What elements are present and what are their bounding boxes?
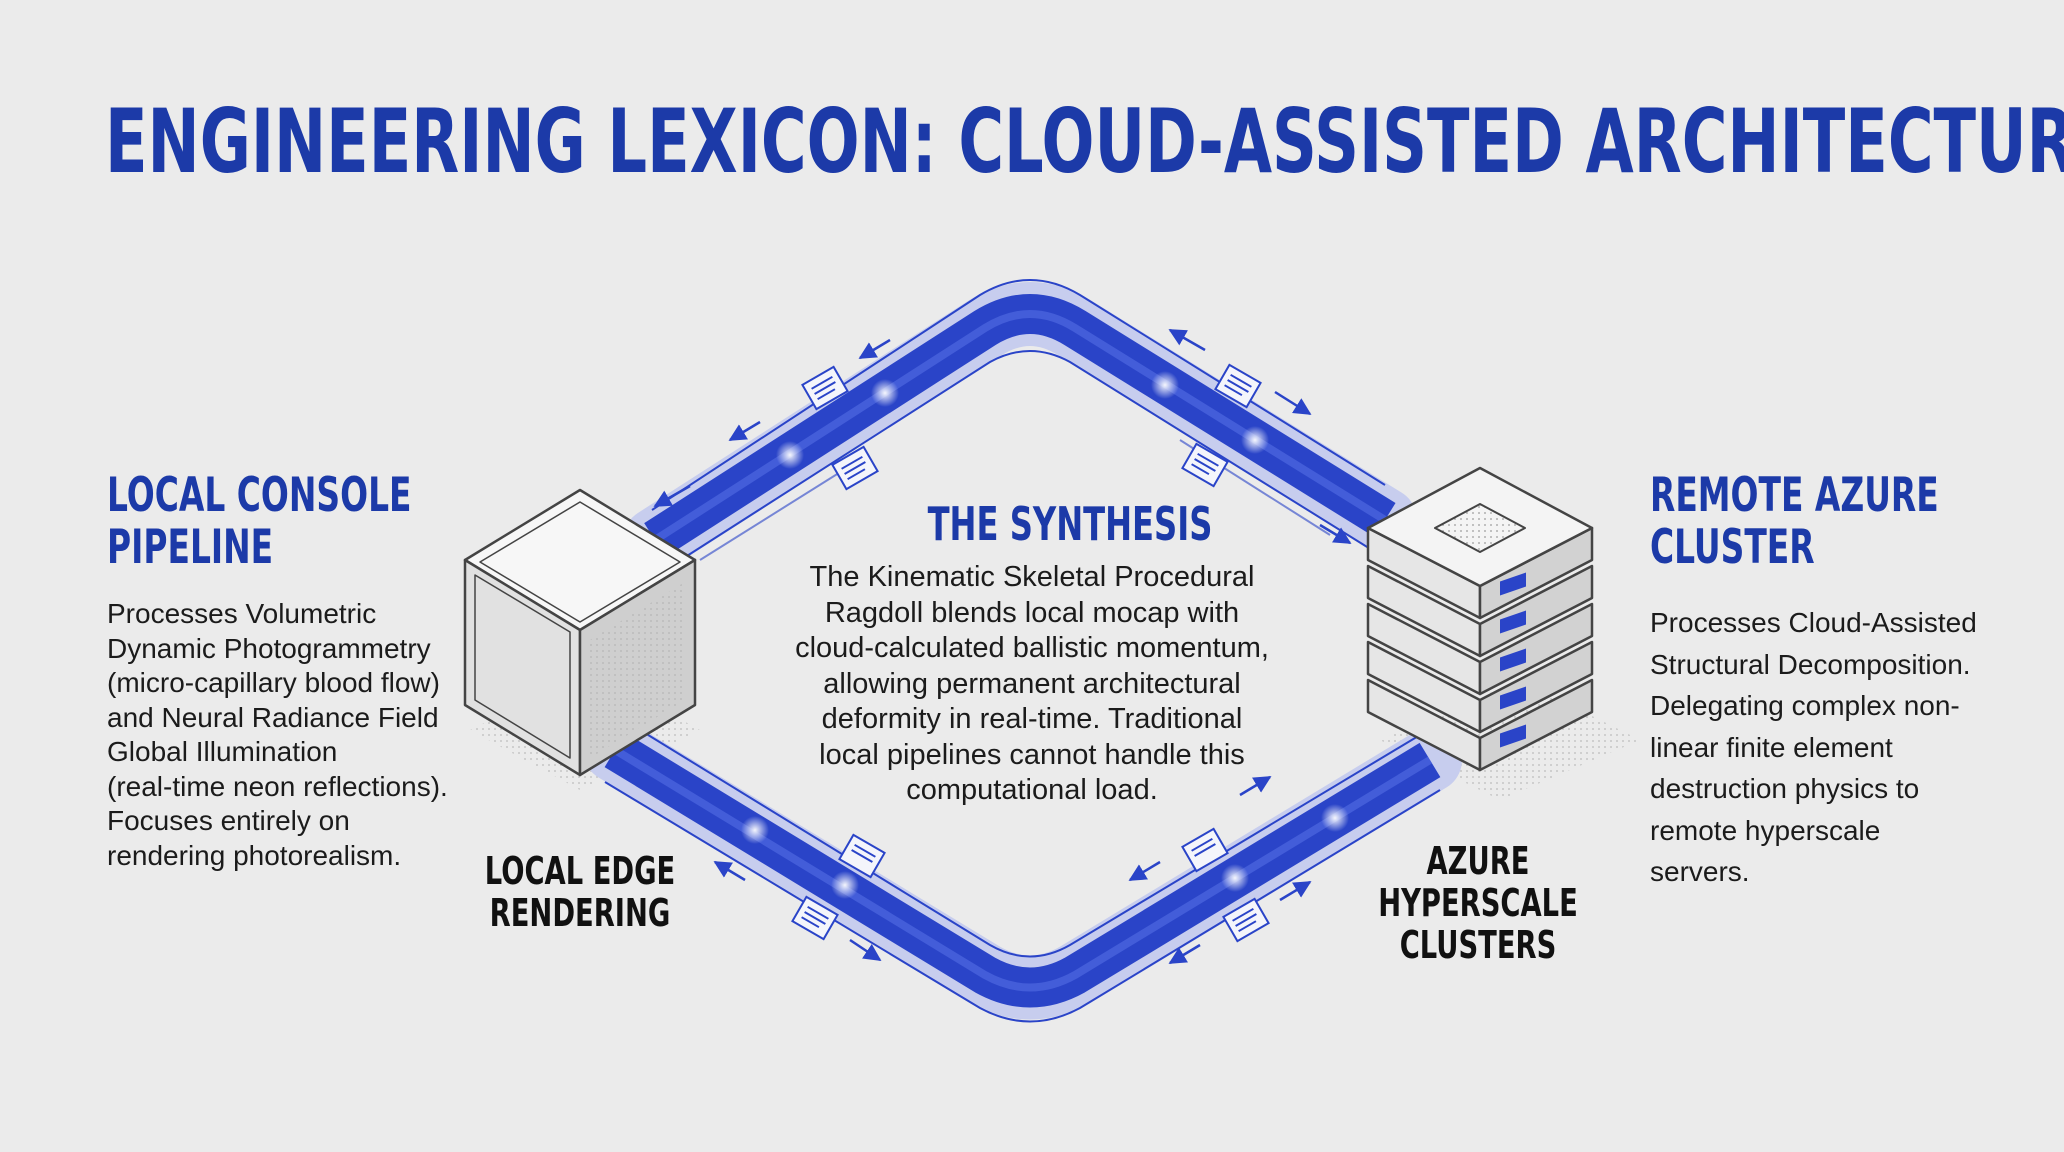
- right-panel-body: Processes Cloud-Assisted Structural Deco…: [1650, 607, 1977, 887]
- right-panel-heading: REMOTE AZURE CLUSTER: [1650, 468, 1939, 575]
- left-panel-heading: LOCAL CONSOLE PIPELINE: [107, 468, 412, 575]
- server-unit: [1366, 564, 1594, 658]
- server-led: [1500, 686, 1526, 710]
- cube-icon: [463, 488, 697, 777]
- synthesis-heading: THE SYNTHESIS: [927, 497, 1213, 551]
- left-panel-body: Processes Volumetric Dynamic Photogramme…: [107, 598, 448, 871]
- server-stack-icon: [1366, 466, 1594, 772]
- server-led: [1500, 648, 1526, 672]
- server-unit: [1366, 640, 1594, 734]
- server-led: [1500, 610, 1526, 634]
- server-led: [1500, 724, 1526, 748]
- server-unit: [1366, 602, 1594, 696]
- data-packets: [791, 363, 1270, 943]
- server-unit: [1366, 678, 1594, 772]
- local-node-label: LOCAL EDGE RENDERING: [484, 849, 676, 935]
- remote-node-label: AZURE HYPERSCALE CLUSTERS: [1378, 839, 1578, 967]
- page-title: ENGINEERING LEXICON: CLOUD-ASSISTED ARCH…: [105, 90, 2064, 193]
- server-led: [1500, 572, 1526, 596]
- synthesis-body: The Kinematic Skeletal Procedural Ragdol…: [795, 561, 1269, 806]
- processor-chip-icon: [1434, 503, 1526, 553]
- flow-arrows: [653, 328, 1352, 965]
- lower-data-pipe: [583, 718, 1462, 1023]
